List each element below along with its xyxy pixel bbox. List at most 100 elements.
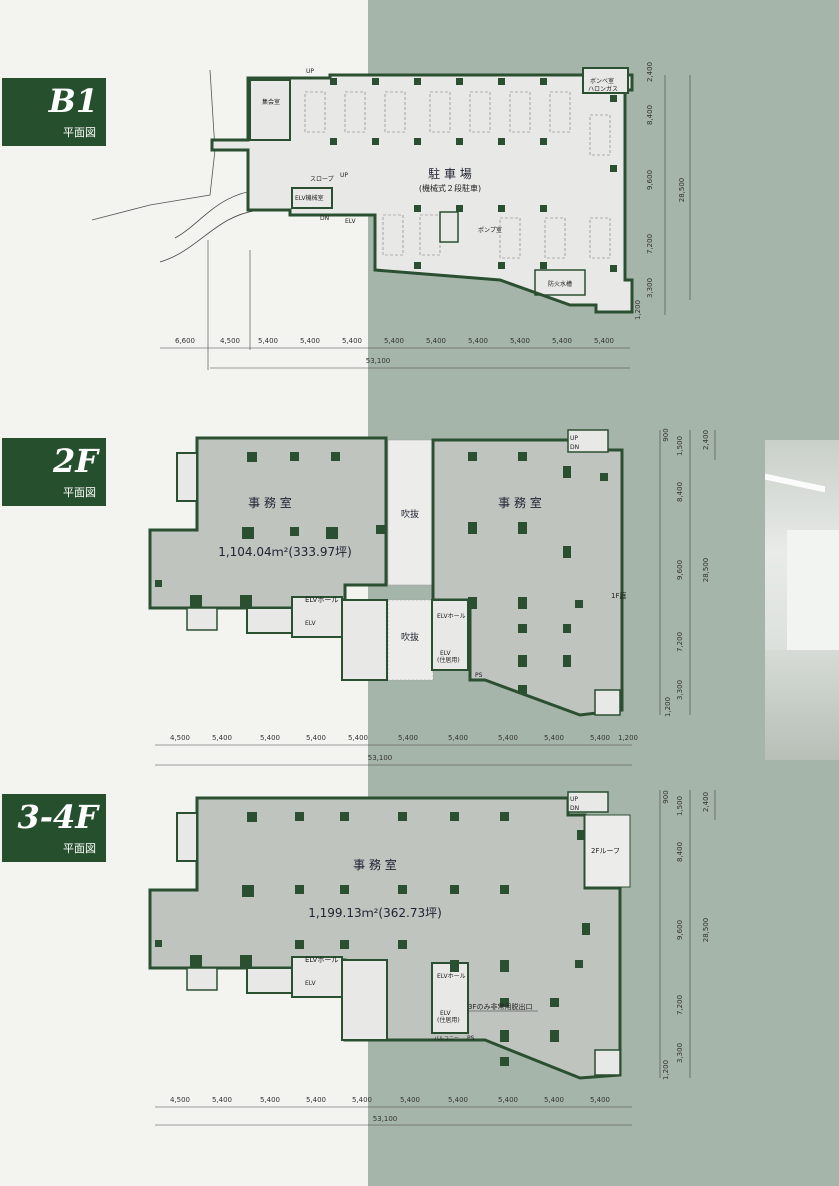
dim-label: 8,400 — [646, 105, 654, 125]
ps: PS — [475, 672, 483, 679]
dim-label: 4,500 — [170, 1096, 190, 1104]
dim-label: 5,400 — [590, 734, 610, 742]
ps: PS — [467, 1035, 475, 1042]
room-office-right: 事 務 室 — [498, 495, 542, 510]
dim-label: 5,400 — [590, 1096, 610, 1104]
dim-label: 5,400 — [260, 734, 280, 742]
dim-label: 5,400 — [448, 1096, 468, 1104]
interior-photo — [765, 440, 839, 760]
dim-label: 1,200 — [662, 1060, 670, 1080]
dim-total: 53,100 — [373, 1115, 398, 1123]
2f-office-right — [431, 438, 624, 717]
dim-label: 5,400 — [594, 337, 614, 345]
room-elv-machine: ELV機械室 — [295, 194, 324, 202]
elv-hall: ELVホール — [305, 596, 338, 604]
dim-label: 3,300 — [676, 680, 684, 700]
dim-label: 5,400 — [342, 337, 362, 345]
dim-label: 5,400 — [398, 734, 418, 742]
void-lower: 吹抜 — [401, 631, 419, 643]
floor-label-2f: 2F 平面図 — [2, 438, 106, 506]
dim-label: 900 — [662, 790, 670, 803]
room-parking-sub: (機械式２段駐車) — [419, 183, 481, 193]
dim-label: 4,500 — [220, 337, 240, 345]
room-meeting: 集会室 — [262, 98, 280, 106]
elv: ELV — [305, 620, 316, 627]
dim-total: 53,100 — [368, 754, 393, 762]
elv-hall: ELVホール — [305, 956, 338, 964]
roof-2f: 2Fルーフ — [591, 847, 620, 855]
floor-label-b1: B1 平面図 — [2, 78, 106, 146]
dim-label: 5,400 — [306, 1096, 326, 1104]
dim-label: 6,600 — [175, 337, 195, 345]
stair-up: UP — [570, 435, 578, 442]
elv-hall-2: ELVホール — [437, 973, 466, 980]
floor-title: 2F — [53, 442, 98, 480]
b1-elv: ELV — [345, 218, 356, 225]
b1-stair-dn: DN — [320, 215, 329, 222]
dim-label: 5,400 — [300, 337, 320, 345]
dim-label: 8,400 — [676, 482, 684, 502]
floor-subtitle: 平面図 — [63, 486, 96, 499]
dim-label: 5,400 — [348, 734, 368, 742]
b1-dims-vertical: 2,400 8,400 9,600 7,200 3,300 1,200 28,5… — [634, 62, 686, 320]
stair-up: UP — [570, 796, 578, 803]
dim-label: 5,400 — [544, 734, 564, 742]
dim-label: 5,400 — [400, 1096, 420, 1104]
elv-res: ELV — [440, 650, 451, 657]
b1-outline — [210, 73, 634, 314]
dim-label: 2,400 — [646, 62, 654, 82]
dim-label: 1,200 — [664, 697, 672, 717]
dim-total: 28,500 — [678, 178, 686, 203]
dim-label: 7,200 — [676, 995, 684, 1015]
room-office: 事 務 室 — [353, 857, 397, 872]
dim-label: 1,500 — [676, 436, 684, 456]
slope-label: スロープ — [310, 176, 334, 183]
dim-label: 9,600 — [676, 560, 684, 580]
dim-label: 5,400 — [258, 337, 278, 345]
dim-label: 5,400 — [552, 337, 572, 345]
dim-label: 900 — [662, 428, 670, 441]
room-halon: ハロンガス — [588, 85, 618, 93]
dim-label: 8,400 — [676, 842, 684, 862]
dim-label: 5,400 — [212, 734, 232, 742]
dim-label: 4,500 — [170, 734, 190, 742]
dim-label: 3,300 — [676, 1043, 684, 1063]
slope-up: UP — [340, 172, 348, 179]
floor-subtitle: 平面図 — [63, 842, 96, 855]
stair-dn: DN — [570, 444, 579, 451]
dim-label: 5,400 — [426, 337, 446, 345]
dim-label: 5,400 — [212, 1096, 232, 1104]
dim-label: 5,400 — [498, 1096, 518, 1104]
plan-2f: 事 務 室 事 務 室 1,104.04ｍ²(333.97坪) 吹抜 吹抜 EL… — [148, 428, 716, 766]
elv: ELV — [305, 980, 316, 987]
dim-label: 5,400 — [498, 734, 518, 742]
floor-title: B1 — [48, 82, 98, 120]
dim-total: 28,500 — [702, 918, 710, 943]
dim-label: 5,400 — [352, 1096, 372, 1104]
dim-label: 5,400 — [384, 337, 404, 345]
elv-res-sub: (住居用) — [437, 656, 460, 664]
room-gas: ボンベ室 — [590, 77, 614, 85]
dim-label: 3,300 — [646, 278, 654, 298]
room-fire-tank: 防火水槽 — [548, 280, 572, 288]
area-2f: 1,104.04ｍ²(333.97坪) — [218, 545, 352, 559]
floor-label-3-4f: 3-4F 平面図 — [2, 794, 106, 862]
dim-total: 53,100 — [366, 357, 391, 365]
dim-label: 7,200 — [646, 234, 654, 254]
garden-1f: 1F庭 — [611, 591, 626, 600]
dim-label: 5,400 — [260, 1096, 280, 1104]
room-pump: ポンプ室 — [478, 226, 502, 234]
elv-res-sub: (住居用) — [437, 1016, 460, 1024]
dim-label: 5,400 — [468, 337, 488, 345]
b1-dims-horizontal: 6,600 4,500 5,400 5,400 5,400 5,400 5,40… — [175, 337, 614, 365]
dim-label: 2,400 — [702, 430, 710, 450]
elv-hall-2: ELVホール — [437, 613, 466, 620]
dim-label: 2,400 — [702, 792, 710, 812]
area-3-4f: 1,199.13ｍ²(362.73坪) — [308, 906, 442, 920]
dim-label: 5,400 — [306, 734, 326, 742]
dim-label: 5,400 — [448, 734, 468, 742]
room-office-left: 事 務 室 — [248, 495, 292, 510]
elv-res: ELV — [440, 1010, 451, 1017]
3-4f-office — [148, 796, 622, 1080]
dim-label: 9,600 — [646, 170, 654, 190]
